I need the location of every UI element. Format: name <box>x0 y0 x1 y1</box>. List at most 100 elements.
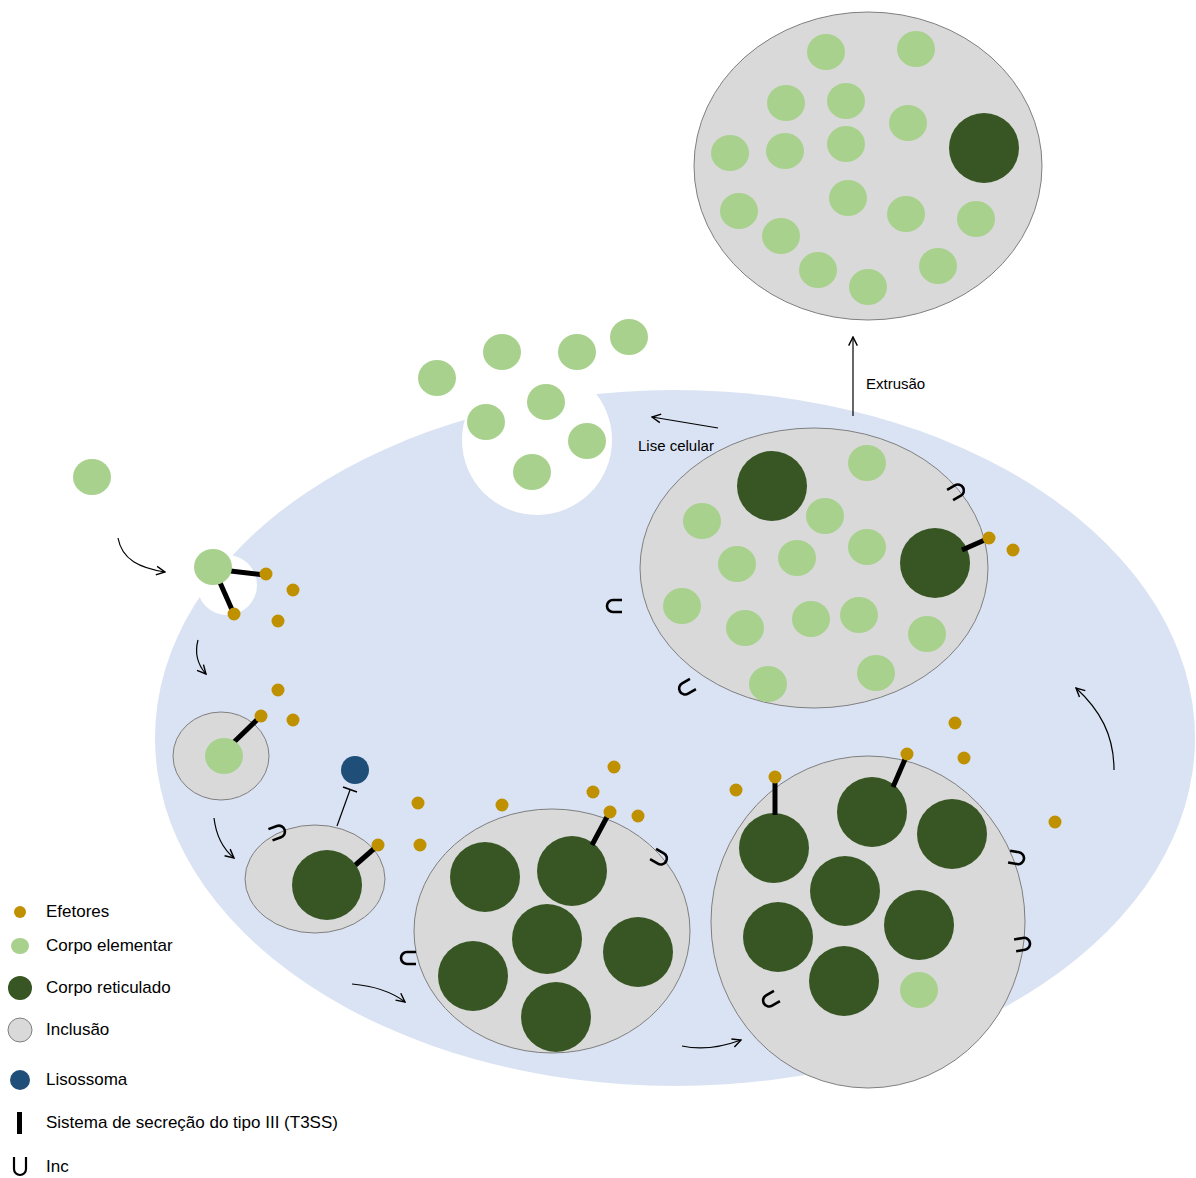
elementary-body <box>829 180 867 216</box>
extruded-inclusion <box>694 12 1042 320</box>
legend-swatch-frame <box>6 1065 36 1095</box>
elementary-body <box>806 498 844 534</box>
entry-stage <box>194 549 300 628</box>
reticulate-body <box>603 917 673 987</box>
inclusion <box>694 12 1042 320</box>
reticulate-body <box>809 946 879 1016</box>
lysosome <box>341 756 369 784</box>
extrusion-arrow <box>852 337 853 416</box>
inc-protein <box>401 952 416 964</box>
elementary-body <box>889 105 927 141</box>
mature-inclusion-stage <box>607 428 1020 708</box>
reticulate-body <box>884 890 954 960</box>
effector <box>949 717 962 730</box>
elementary-body <box>827 126 865 162</box>
replication-stage <box>401 761 690 1054</box>
cycle-arrow <box>1076 688 1114 770</box>
elementary-body <box>827 83 865 119</box>
legend-text: Lisossoma <box>46 1070 127 1090</box>
legend-swatch-frame <box>6 1015 36 1045</box>
effector <box>414 839 427 852</box>
elementary-body <box>848 529 886 565</box>
elementary-body <box>840 597 878 633</box>
reticulate-body <box>512 904 582 974</box>
elementary-body <box>73 459 111 495</box>
early-inclusion-stage <box>173 684 300 801</box>
elementary-body <box>711 135 749 171</box>
cycle-arrow <box>196 640 206 674</box>
host-cell <box>155 390 1195 1086</box>
reticulate-body <box>949 113 1019 183</box>
elementary-body <box>857 655 895 691</box>
legend-row: Sistema de secreção do tipo III (T3SS) <box>6 1108 338 1138</box>
legend-swatch <box>10 1070 30 1090</box>
reticulate-body <box>810 856 880 926</box>
elementary-body <box>778 540 816 576</box>
elementary-body <box>807 34 845 70</box>
inc-protein <box>1014 937 1031 951</box>
inclusion <box>640 428 988 708</box>
lysis-opening <box>462 365 612 515</box>
effector <box>901 748 914 761</box>
elementary-body <box>558 334 596 370</box>
inclusion <box>414 809 690 1053</box>
elementary-body <box>792 601 830 637</box>
elementary-body <box>726 610 764 646</box>
elementary-body <box>418 360 456 396</box>
elementary-body <box>749 666 787 702</box>
legend-row: Inc <box>6 1152 69 1178</box>
stage-label: Extrusão <box>866 375 925 393</box>
inclusion <box>245 825 385 933</box>
legend-swatch <box>8 1018 32 1042</box>
legend-row: Corpo reticulado <box>6 973 171 1003</box>
effector <box>287 714 300 727</box>
inc-protein <box>607 600 622 612</box>
legend-text: Sistema de secreção do tipo III (T3SS) <box>46 1113 338 1133</box>
elementary-body <box>720 193 758 229</box>
elementary-body <box>887 196 925 232</box>
elementary-body <box>762 218 800 254</box>
inhibition-bar <box>343 787 357 792</box>
legend-row: Corpo elementar <box>6 931 173 961</box>
inc-protein <box>1008 851 1025 865</box>
effector <box>255 710 268 723</box>
legend-swatch-frame <box>6 1108 36 1138</box>
legend-text: Corpo reticulado <box>46 978 171 998</box>
cycle-arrow <box>118 538 165 572</box>
effector <box>372 839 385 852</box>
reticulate-body <box>450 842 520 912</box>
reticulate-body <box>537 836 607 906</box>
legend-row: Inclusão <box>6 1015 109 1045</box>
effector <box>608 761 621 774</box>
cycle-arrow <box>214 818 234 858</box>
legend-swatch <box>14 906 26 918</box>
t3ss <box>893 757 906 787</box>
legend-swatch <box>14 1157 26 1175</box>
effector <box>496 799 509 812</box>
effector <box>260 568 273 581</box>
effector <box>1007 544 1020 557</box>
elementary-body <box>799 252 837 288</box>
elementary-body <box>683 503 721 539</box>
reticulate-body <box>739 813 809 883</box>
elementary-body <box>848 445 886 481</box>
legend-text: Corpo elementar <box>46 936 173 956</box>
effector <box>1049 816 1062 829</box>
reticulate-body <box>292 850 362 920</box>
elementary-body <box>194 549 232 585</box>
differentiation-stage <box>711 717 1062 1089</box>
elementary-body <box>908 616 946 652</box>
reticulate-body <box>737 451 807 521</box>
elementary-body <box>900 972 938 1008</box>
elementary-body <box>205 738 243 774</box>
cycle-arrows <box>118 337 1114 1048</box>
legend-text: Inc <box>46 1157 69 1177</box>
t3ss <box>773 781 778 815</box>
effector <box>632 810 645 823</box>
reticulate-body <box>438 941 508 1011</box>
elementary-body <box>483 334 521 370</box>
elementary-body <box>849 269 887 305</box>
effector <box>958 752 971 765</box>
inc-protein <box>947 482 966 500</box>
